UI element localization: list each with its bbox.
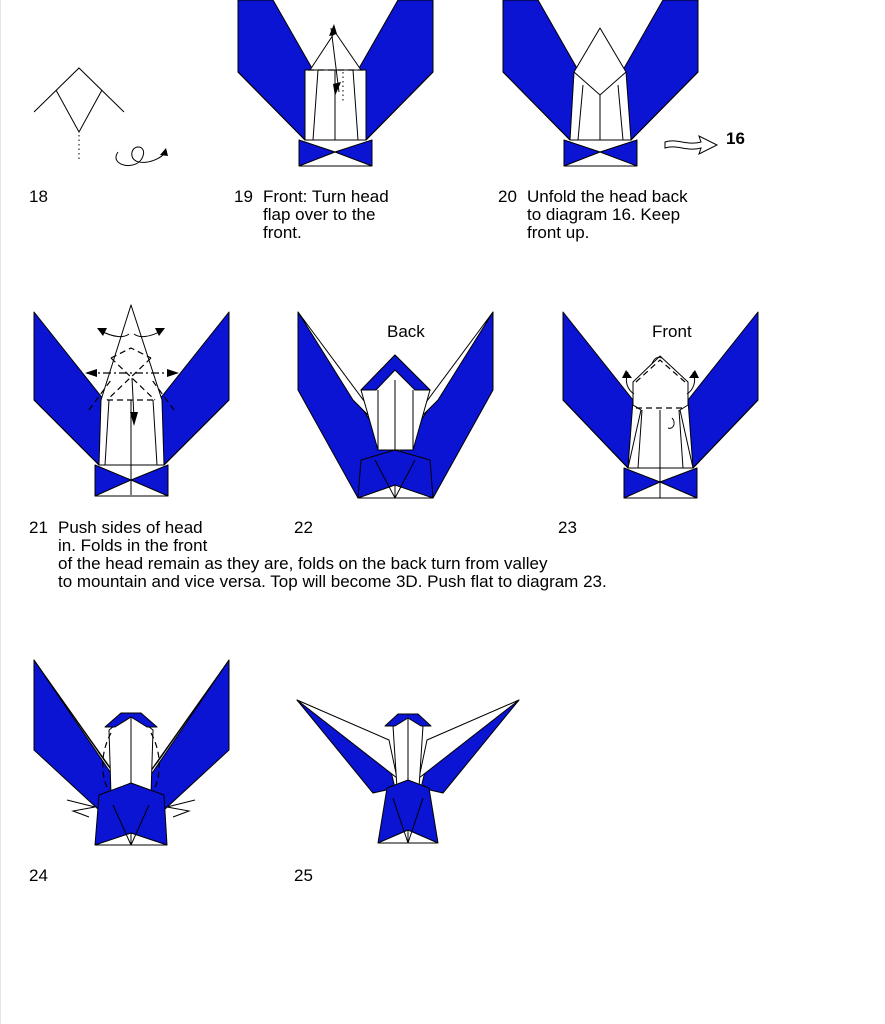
caption-line: flap over to the [263,205,376,224]
step-18-number: 18 [29,187,48,206]
diagram-19 [237,0,434,167]
step-19-number: 19 [234,187,253,206]
step-21-number: 21 [29,518,48,537]
ref-diagram-number: 16 [726,129,745,148]
caption-line: Push sides of head [58,518,203,537]
step-20-number: 20 [498,187,517,206]
caption-line: in. Folds in the front [58,536,208,555]
caption-line: of the head remain as they are, folds on… [58,554,548,573]
step-22-number: 22 [294,518,313,537]
caption-line: Unfold the head back [527,187,688,206]
diagram-18 [33,67,168,167]
caption-line: front. [263,223,302,242]
diagram-20 [502,0,699,167]
push-arrow-icon [664,135,719,155]
diagram-23 [562,311,759,499]
step-25-number: 25 [294,866,313,885]
diagram-22 [297,311,494,499]
caption-line: to mountain and vice versa. Top will bec… [58,572,607,591]
step-23-number: 23 [558,518,577,537]
caption-line: front up. [527,223,590,242]
step-19-caption: Front: Turn head flap over to the front. [263,188,389,242]
step-20-caption: Unfold the head back to diagram 16. Keep… [527,188,688,242]
step-24-number: 24 [29,866,48,885]
step-21-caption: Push sides of head in. Folds in the fron… [58,519,607,591]
diagram-21 [33,304,230,497]
diagram-25 [296,699,520,844]
view-label-front: Front [652,322,692,341]
caption-line: to diagram 16. Keep [527,205,681,224]
diagram-24 [33,659,230,846]
caption-line: Front: Turn head [263,187,389,206]
view-label-back: Back [387,322,425,341]
